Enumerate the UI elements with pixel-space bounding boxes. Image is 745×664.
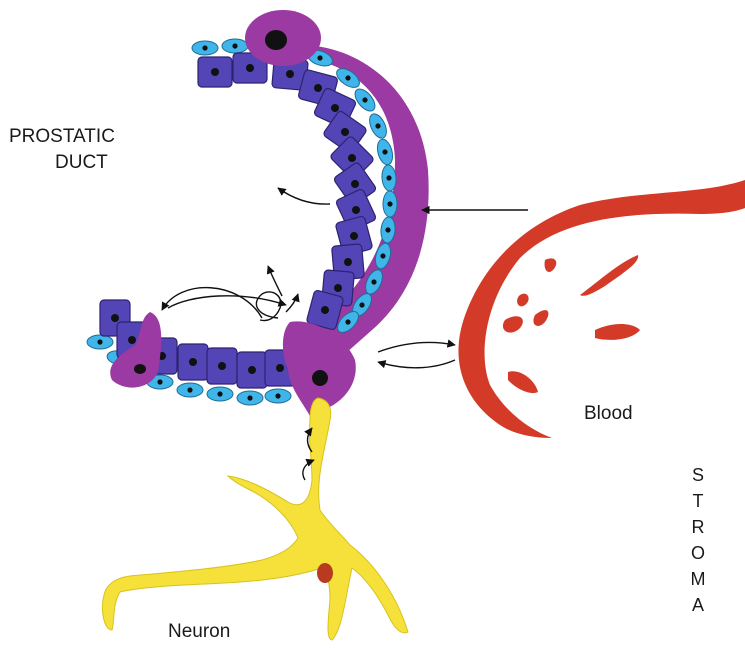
basal-cell: [87, 335, 113, 349]
basal-cell: [381, 164, 397, 191]
arrow-loop-out: [286, 294, 298, 312]
neuron: [102, 398, 408, 640]
basal-cell: [265, 389, 291, 403]
stroma-label: S T R O M A: [686, 462, 710, 618]
basal-cell: [237, 391, 263, 405]
arrow-double-curve-back: [168, 296, 286, 308]
basal-cell: [192, 41, 218, 55]
stroma-letter: T: [686, 488, 710, 514]
basal-cell: [375, 138, 395, 167]
luminal-cell: [207, 348, 237, 384]
luminal-cell: [178, 344, 208, 380]
arrow-double-curve: [162, 288, 262, 318]
arrow-into-lumen: [278, 188, 330, 204]
basal-cell: [383, 191, 397, 217]
basal-cell: [177, 383, 203, 397]
neuron-label: Neuron: [168, 619, 230, 645]
prostatic-duct-label-line2: DUCT: [55, 150, 108, 176]
arrow-duct-to-blood: [378, 342, 455, 352]
stroma-letter: O: [686, 540, 710, 566]
stroma-letter: S: [686, 462, 710, 488]
stroma-letter: R: [686, 514, 710, 540]
stroma-letter: A: [686, 592, 710, 618]
stroma-letter: M: [686, 566, 710, 592]
blood-label: Blood: [584, 401, 633, 427]
blood-vessel: [458, 180, 745, 438]
luminal-cell: [198, 57, 232, 87]
basal-cell: [222, 39, 248, 53]
arrow-blood-to-duct-curve: [378, 360, 455, 368]
basal-cell: [207, 387, 233, 401]
luminal-cell: [237, 352, 267, 388]
arrow-loop: [256, 292, 280, 321]
neuroendocrine-cell-top: [245, 10, 321, 66]
prostatic-duct-label-line1: PROSTATIC: [9, 124, 115, 150]
